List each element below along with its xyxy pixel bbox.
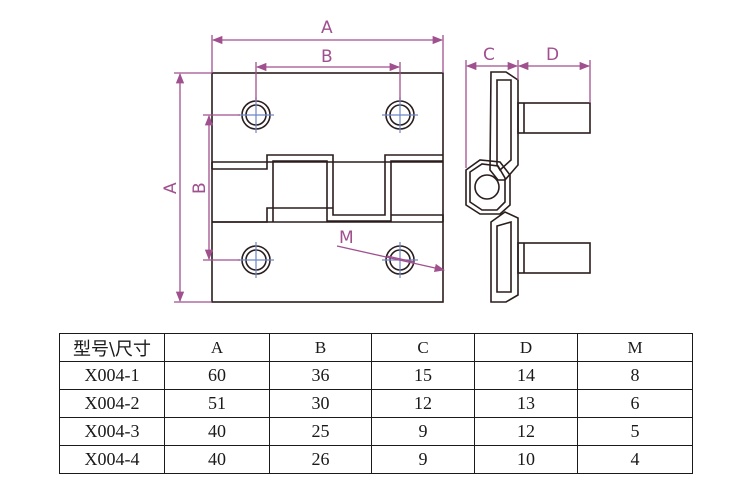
cell-d: 10: [474, 445, 578, 474]
cell-d: 14: [474, 361, 578, 390]
cell-d: 12: [474, 417, 578, 446]
spec-table: 型号\尺寸 A B C D M X004-1 60 36 15 14 8 X00…: [59, 333, 693, 474]
table-row: X004-2 51 30 12 13 6: [59, 389, 693, 418]
front-dim-b-label: B: [321, 47, 333, 67]
cell-b: 30: [269, 389, 372, 418]
side-leaf-top: [489, 71, 519, 181]
side-dim-b-label: B: [190, 182, 210, 194]
side-dimensions: [465, 60, 591, 168]
header-m: M: [577, 333, 693, 362]
header-model: 型号\尺寸: [59, 333, 165, 362]
table-row: X004-4 40 26 9 10 4: [59, 445, 693, 474]
header-d: D: [474, 333, 578, 362]
dim-m-label: M: [339, 228, 354, 248]
cell-d: 13: [474, 389, 578, 418]
table-row: X004-1 60 36 15 14 8: [59, 361, 693, 390]
cell-a: 40: [164, 445, 270, 474]
dim-c-label: C: [483, 45, 495, 65]
cell-c: 9: [371, 417, 475, 446]
cell-c: 12: [371, 389, 475, 418]
knuckle-profile-inner: [272, 160, 443, 222]
cell-c: 9: [371, 445, 475, 474]
cell-a: 60: [164, 361, 270, 390]
cell-model: X004-2: [59, 389, 165, 418]
pin-hole: [474, 174, 500, 200]
screw-bottom: [517, 242, 591, 274]
header-a: A: [164, 333, 270, 362]
table-row: X004-3 40 25 9 12 5: [59, 417, 693, 446]
header-b: B: [269, 333, 372, 362]
table-header-row: 型号\尺寸 A B C D M: [59, 333, 693, 362]
mounting-holes: [241, 100, 415, 275]
hinge-technical-drawing: A B A B M C D: [161, 18, 591, 303]
cell-model: X004-3: [59, 417, 165, 446]
cell-b: 36: [269, 361, 372, 390]
cell-m: 6: [577, 389, 693, 418]
dim-d-label: D: [546, 45, 559, 65]
knuckle-profile-outer: [212, 154, 443, 223]
cell-model: X004-4: [59, 445, 165, 474]
cell-b: 26: [269, 445, 372, 474]
front-dimensions: [174, 35, 446, 303]
cell-b: 25: [269, 417, 372, 446]
cell-m: 4: [577, 445, 693, 474]
cell-m: 5: [577, 417, 693, 446]
side-leaf-bottom: [490, 211, 519, 303]
cell-m: 8: [577, 361, 693, 390]
cell-c: 15: [371, 361, 475, 390]
cell-a: 40: [164, 417, 270, 446]
front-view: [211, 72, 444, 303]
side-view: [465, 71, 591, 303]
side-knuckle: [465, 159, 511, 215]
cell-a: 51: [164, 389, 270, 418]
screw-top: [517, 102, 591, 134]
cell-model: X004-1: [59, 361, 165, 390]
front-dim-a-label: A: [321, 18, 333, 38]
header-c: C: [371, 333, 475, 362]
side-dim-a-label: A: [161, 182, 181, 194]
